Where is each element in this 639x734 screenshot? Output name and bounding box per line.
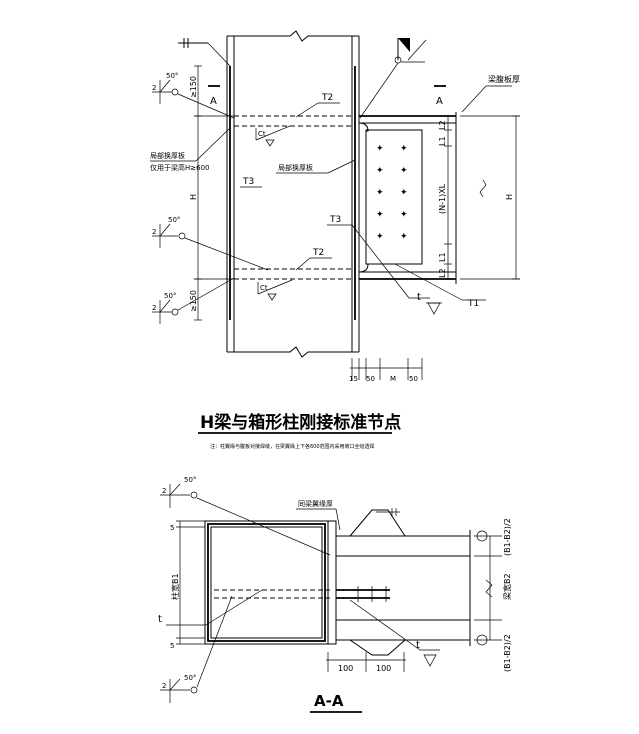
label-t2-top: T2 <box>321 93 333 103</box>
beam-web-thickness-label: 梁腹板厚 <box>488 74 520 84</box>
weld-num-1: 2 <box>152 84 156 92</box>
beam-width-b2: 梁宽B2 <box>502 573 512 600</box>
dim-nxl: (N-1)XL <box>438 183 447 214</box>
same-flange-label: 同梁翼缘厚 <box>298 499 333 508</box>
dim-h-left: H <box>189 194 198 200</box>
drawing-title: H梁与箱形柱刚接标准节点 <box>200 412 401 433</box>
dim-h-right: H <box>505 194 514 200</box>
section-title: A-A <box>314 692 344 710</box>
small-5-top: 5 <box>170 524 174 532</box>
dim-50b: 50 <box>409 375 418 383</box>
beam-section <box>327 509 471 656</box>
svg-text:✦: ✦ <box>376 232 384 242</box>
local-thicken-label-3: 局部换厚板 <box>278 163 313 172</box>
plate-dims: 100 100 <box>326 652 406 673</box>
svg-text:✦: ✦ <box>376 144 384 154</box>
bolt-group: ✦ ✦ ✦ ✦ ✦ ✦ ✦ ✦ ✦ ✦ <box>376 144 408 242</box>
ct-label-2: Ct <box>260 284 268 292</box>
svg-text:✦: ✦ <box>376 188 384 198</box>
local-thicken-label-1: 局部换厚板 <box>150 151 185 160</box>
drawing-note: 注：柱翼缘与腹板对接焊缝，在梁翼缘上下各600范围内采用坡口全熔透焊 <box>210 443 375 450</box>
column-elevation <box>178 30 360 358</box>
label-t2-bottom: T2 <box>312 248 324 258</box>
weld-symbol-1: 50° 2 <box>152 72 235 119</box>
section-letter-a-left: A <box>210 96 217 107</box>
svg-text:✦: ✦ <box>400 166 408 176</box>
weld-flag-top <box>359 38 427 119</box>
svg-text:✦: ✦ <box>400 188 408 198</box>
dim-100a: 100 <box>338 664 353 673</box>
dim-l2-bottom: L2 <box>438 268 447 278</box>
weld-num-3: 2 <box>152 304 156 312</box>
svg-text:✦: ✦ <box>376 166 384 176</box>
col-width-b1: 柱宽B1 <box>170 573 180 600</box>
dim-m: M <box>390 375 396 383</box>
weld-angle-4: 50° <box>184 476 196 484</box>
bottom-dimensions: 15 50 M 50 <box>349 358 423 383</box>
weld-angle-2: 50° <box>168 216 180 224</box>
section-letter-a-right: A <box>436 96 443 107</box>
dim-100b: 100 <box>376 664 391 673</box>
svg-text:✦: ✦ <box>400 144 408 154</box>
label-t-section: t <box>416 640 420 651</box>
small-5-bottom: 5 <box>170 642 174 650</box>
ct-symbol-1: Ct <box>255 125 291 147</box>
dim-l2-top: L2 <box>438 120 447 130</box>
dim-l1-bottom: L1 <box>438 252 447 262</box>
label-t1: T1 <box>467 299 479 309</box>
weld-symbol-4: 50° 2 <box>160 476 331 556</box>
weld-flag-section <box>376 508 400 516</box>
svg-text:✦: ✦ <box>376 210 384 220</box>
beam-width-dim: 梁宽B2 (B1-B2)/2 (B1-B2)/2 <box>474 518 512 672</box>
dim-15: 15 <box>349 375 358 383</box>
weld-num-2: 2 <box>152 228 156 236</box>
ct-symbol-2: Ct <box>257 279 293 301</box>
weld-symbol-3: 50° 2 <box>152 277 235 324</box>
ct-label-1: Ct <box>258 130 266 138</box>
weld-num-4: 2 <box>162 487 166 495</box>
weld-symbol-5: 50° 2 <box>160 595 233 703</box>
dim-b1b2-bottom: (B1-B2)/2 <box>503 634 512 672</box>
right-dimensions: L2 L1 (N-1)XL L1 L2 H <box>438 115 520 280</box>
label-t-right: t <box>417 292 421 303</box>
svg-text:✦: ✦ <box>400 210 408 220</box>
dim-l1-top: L1 <box>438 136 447 146</box>
box-column-section <box>204 520 330 645</box>
weld-symbol-2: 50° 2 <box>152 216 269 271</box>
weld-angle-3: 50° <box>164 292 176 300</box>
weld-num-5: 2 <box>162 682 166 690</box>
column-width-dim: 5 5 柱宽B1 <box>170 520 205 650</box>
section-mark-left: A <box>208 85 220 107</box>
weld-angle-1: 50° <box>166 72 178 80</box>
svg-text:✦: ✦ <box>400 232 408 242</box>
section-mark-right: A <box>434 85 446 107</box>
local-thicken-label-2: 仅用于梁高H≥600 <box>150 163 210 172</box>
dim-ge150-top: ≥150 <box>189 76 198 98</box>
weld-angle-5: 50° <box>184 674 196 682</box>
label-t-box: t <box>158 614 162 625</box>
dim-50a: 50 <box>366 375 375 383</box>
label-t3-left: T3 <box>242 177 254 187</box>
dim-b1b2-top: (B1-B2)/2 <box>503 518 512 556</box>
label-t3-right: T3 <box>329 215 341 225</box>
h-beam: ✦ ✦ ✦ ✦ ✦ ✦ ✦ ✦ ✦ ✦ <box>358 112 457 284</box>
